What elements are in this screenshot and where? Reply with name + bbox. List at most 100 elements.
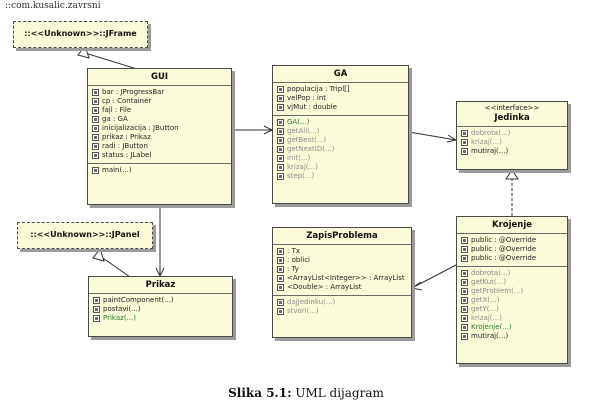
- gui-attributes-text: radi : JButton: [102, 142, 148, 150]
- krojenje-methods-text: Krojenje(...): [471, 323, 512, 331]
- jedinka-methods-row: krizaj(...): [461, 138, 564, 147]
- member-icon: [461, 148, 468, 155]
- member-icon: [461, 237, 468, 244]
- jedinka-interface[interactable]: <<interface>> Jedinka dobrota(...)krizaj…: [456, 101, 568, 170]
- krojenje-methods-text: getProblem(...): [471, 287, 524, 295]
- ga-methods-row: krizaj(...): [277, 163, 405, 172]
- krojenje-methods-row: getY(...): [461, 305, 564, 314]
- krojenje-methods-row: getProblem(...): [461, 287, 564, 296]
- gui-methods-text: main(...): [102, 166, 132, 174]
- zapisproblema-attributes-text: : Tx: [287, 247, 301, 255]
- member-icon: [461, 324, 468, 331]
- krojenje-methods-row: Krojenje(...): [461, 323, 564, 332]
- prikaz-class[interactable]: Prikaz paintComponent(...)postavi(...)Pr…: [88, 276, 233, 337]
- krojenje-attributes-text: public : @Override: [471, 245, 537, 253]
- jframe-name: ::<<Unknown>>::JFrame: [24, 29, 137, 38]
- member-icon: [93, 315, 100, 322]
- package-label: ::com.kusalic.zavrsni: [5, 1, 101, 11]
- zapisproblema-attributes-row: : Tx: [277, 247, 408, 256]
- prikaz-methods: paintComponent(...)postavi(...)Prikaz(..…: [89, 293, 232, 326]
- gui-attributes-row: prikaz : Prikaz: [92, 133, 228, 142]
- jedinka-methods-text: mutiraj(...): [471, 147, 509, 155]
- zapisproblema-attributes-row: : Ty: [277, 265, 408, 274]
- prikaz-methods-text: postavi(...): [103, 305, 141, 313]
- member-icon: [92, 107, 99, 114]
- krojenje-methods-row: getX(...): [461, 296, 564, 305]
- ga-methods-row: init(...): [277, 154, 405, 163]
- zapisproblema-attributes-text: <ArrayList<Integer>> : ArrayList: [287, 274, 405, 282]
- gui-attributes-row: bar : JProgressBar: [92, 88, 228, 97]
- member-icon: [277, 275, 284, 282]
- member-icon: [92, 125, 99, 132]
- jedinka-methods-text: krizaj(...): [471, 138, 502, 146]
- krojenje-methods-text: mutiraj(...): [471, 332, 509, 340]
- krojenje-methods-text: getX(...): [471, 296, 500, 304]
- gui-attributes-text: status : JLabel: [102, 151, 152, 159]
- member-icon: [277, 86, 284, 93]
- gui-attributes-text: cp : Container: [102, 97, 152, 105]
- zapisproblema-attributes-row: <Double> : ArrayList: [277, 283, 408, 292]
- jpanel-class[interactable]: ::<<Unknown>>::JPanel: [17, 222, 153, 249]
- member-icon: [277, 299, 284, 306]
- jedinka-name: Jedinka: [494, 113, 530, 123]
- zapisproblema-methods-row: stvori(...): [277, 307, 408, 316]
- gui-attributes-text: bar : JProgressBar: [102, 88, 165, 96]
- prikaz-name: Prikaz: [145, 280, 176, 290]
- ga-methods-row: getNextID(...): [277, 145, 405, 154]
- ga-methods-row: getBest(...): [277, 136, 405, 145]
- member-icon: [92, 152, 99, 159]
- member-icon: [277, 155, 284, 162]
- jframe-class[interactable]: ::<<Unknown>>::JFrame: [13, 21, 148, 48]
- member-icon: [461, 246, 468, 253]
- ga-methods-text: krizaj(...): [287, 163, 318, 171]
- member-icon: [461, 315, 468, 322]
- zapisproblema-methods-row: dajJedinku(...): [277, 298, 408, 307]
- member-icon: [92, 167, 99, 174]
- ga-methods-row: GA(...): [277, 118, 405, 127]
- prikaz-methods-row: Prikaz(...): [93, 314, 229, 323]
- member-icon: [277, 164, 284, 171]
- gui-attributes-text: fajl : File: [102, 106, 132, 114]
- zapisproblema-attributes-text: <Double> : ArrayList: [287, 283, 362, 291]
- jedinka-methods: dobrota(...)krizaj(...)mutiraj(...): [457, 126, 567, 159]
- krojenje-methods-row: getKut(...): [461, 278, 564, 287]
- gui-attributes-row: radi : JButton: [92, 142, 228, 151]
- jedinka-stereotype: <<interface>>: [484, 104, 540, 112]
- zapisproblema-name: ZapisProblema: [306, 231, 378, 241]
- ga-methods-text: getBest(...): [287, 136, 327, 144]
- member-icon: [277, 95, 284, 102]
- zapisproblema-methods: dajJedinku(...)stvori(...): [273, 295, 411, 319]
- ga-name: GA: [333, 69, 348, 79]
- member-icon: [461, 297, 468, 304]
- zapisproblema-class[interactable]: ZapisProblema : Tx: oblici: Ty<ArrayList…: [272, 227, 412, 338]
- ga-attributes-row: populacija : Tripl[]: [277, 85, 405, 94]
- ga-methods: GA(...)getAll(...)getBest(...)getNextID(…: [273, 115, 408, 184]
- member-icon: [461, 333, 468, 340]
- ga-attributes-text: vjMut : double: [287, 103, 337, 111]
- ga-methods-text: init(...): [287, 154, 311, 162]
- member-icon: [277, 146, 284, 153]
- krojenje-attributes-row: public : @Override: [461, 236, 564, 245]
- member-icon: [461, 306, 468, 313]
- member-icon: [92, 116, 99, 123]
- ga-methods-row: getAll(...): [277, 127, 405, 136]
- gui-attributes-row: cp : Container: [92, 97, 228, 106]
- zapisproblema-attributes-row: : oblici: [277, 256, 408, 265]
- member-icon: [277, 308, 284, 315]
- jpanel-name: ::<<Unknown>>::JPanel: [30, 230, 140, 239]
- ga-attributes-row: velPop : int: [277, 94, 405, 103]
- gui-attributes-row: status : JLabel: [92, 151, 228, 160]
- member-icon: [92, 98, 99, 105]
- caption-text: UML dijagram: [295, 386, 384, 400]
- gui-attributes-row: inicijalizacija : JButton: [92, 124, 228, 133]
- zapisproblema-attributes: : Tx: oblici: Ty<ArrayList<Integer>> : A…: [273, 244, 411, 295]
- ga-methods-row: step(...): [277, 172, 405, 181]
- prikaz-methods-row: paintComponent(...): [93, 296, 229, 305]
- member-icon: [277, 257, 284, 264]
- member-icon: [277, 248, 284, 255]
- krojenje-methods-row: dobrota(...): [461, 269, 564, 278]
